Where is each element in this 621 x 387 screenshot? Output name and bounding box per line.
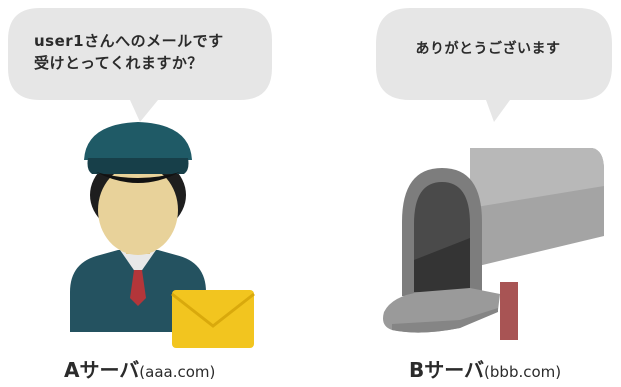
postman-illustration bbox=[70, 122, 206, 332]
mailbox-icon bbox=[383, 148, 604, 340]
bubble-left-line-1: user1さんへのメールです bbox=[34, 32, 224, 50]
server-b-caption: Bサーバ(bbb.com) bbox=[409, 354, 561, 383]
speech-bubble-left-text: user1さんへのメールです 受けとってくれますか？ bbox=[34, 30, 264, 74]
speech-bubble-left bbox=[8, 8, 272, 122]
speech-bubble-right bbox=[376, 8, 612, 122]
envelope-icon bbox=[171, 290, 255, 348]
speech-bubble-right-text: ありがとうございます bbox=[373, 38, 603, 60]
server-a-caption: Aサーバ(aaa.com) bbox=[64, 354, 215, 383]
bubble-right-line: ありがとうございます bbox=[415, 41, 561, 57]
server-b-name: Bサーバ bbox=[409, 358, 485, 382]
bubble-left-line-2: 受けとってくれますか？ bbox=[34, 54, 203, 72]
server-a-domain: (aaa.com) bbox=[139, 363, 216, 381]
server-b-domain: (bbb.com) bbox=[484, 363, 562, 381]
server-a-name: Aサーバ bbox=[64, 358, 140, 382]
